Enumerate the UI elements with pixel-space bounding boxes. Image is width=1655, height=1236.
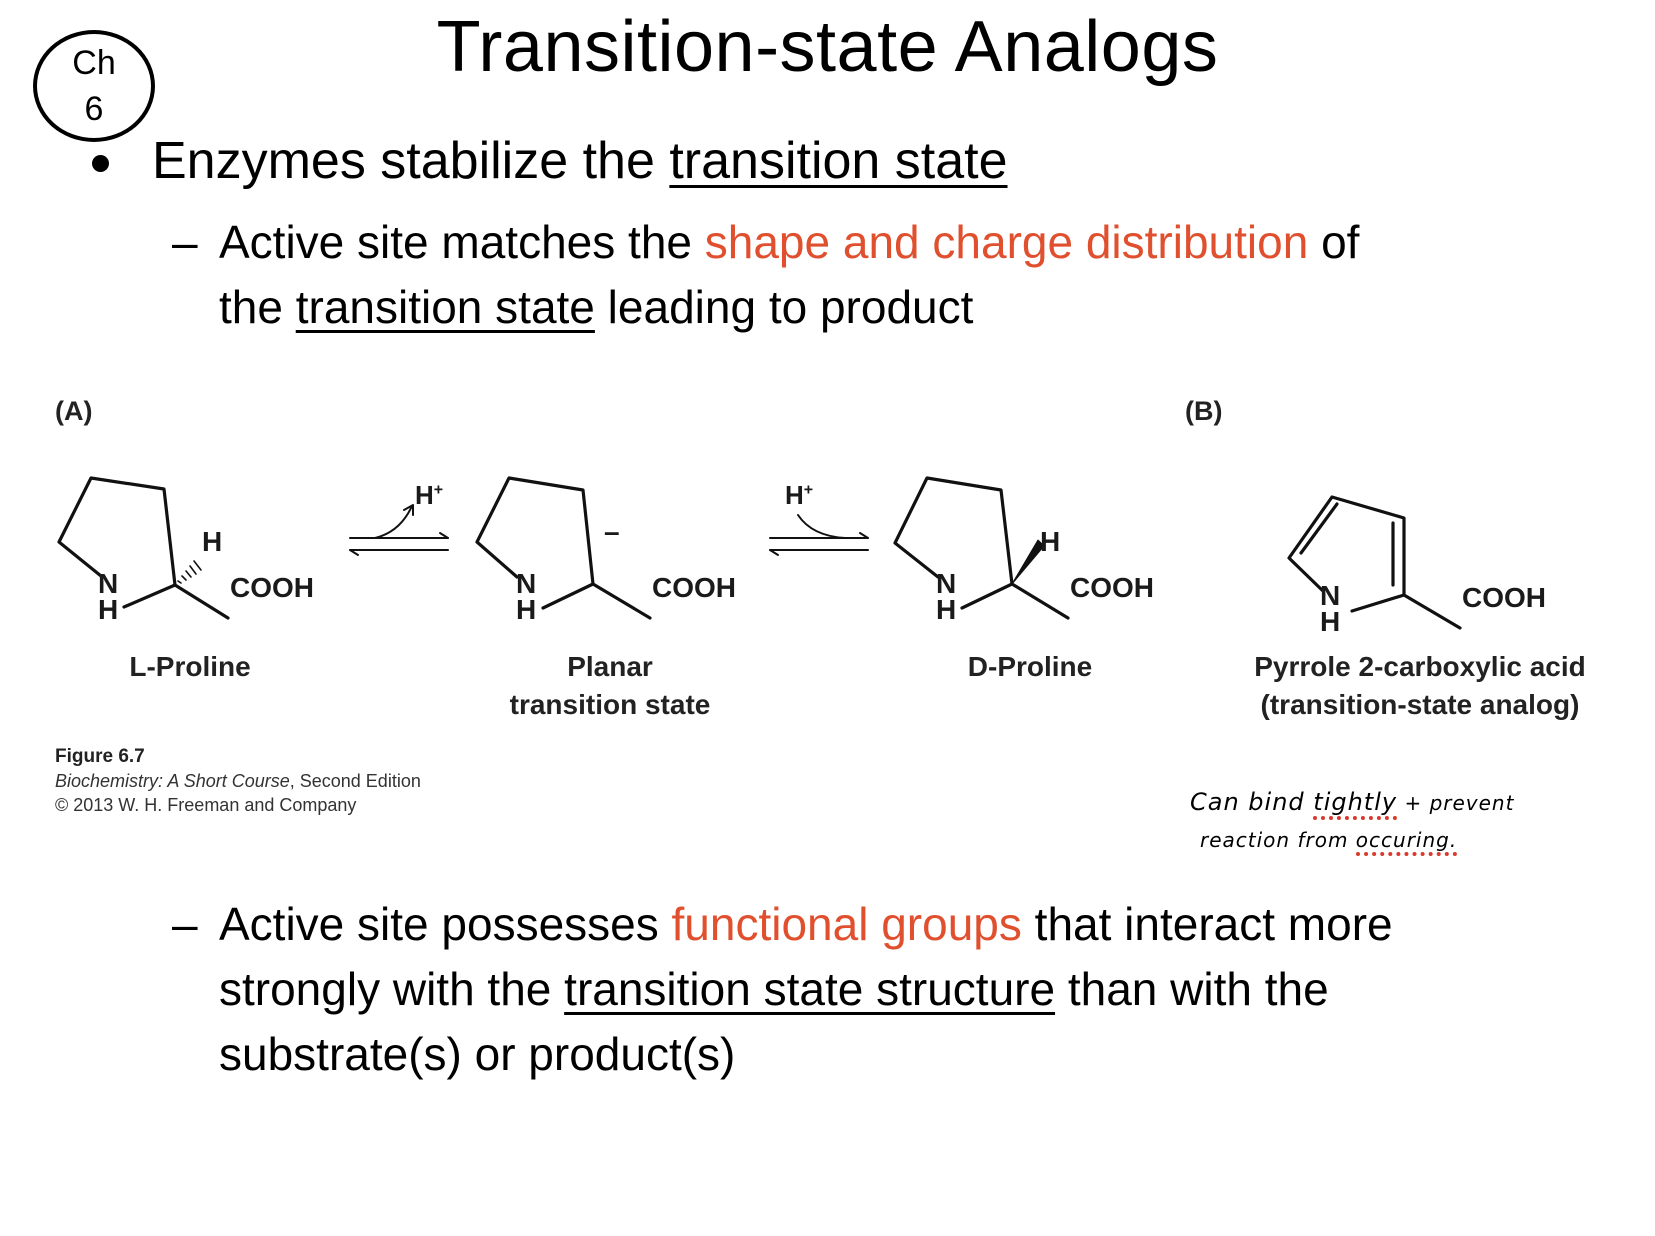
atom-n: N [516,568,537,599]
sub1-pre: Active site matches the [219,216,705,268]
figure-6-7: (A) (B) N H H COOH H+ N H – COOH H+ N H … [0,380,1655,856]
atom-h: H [516,594,537,625]
sub-bullet-2-line1: – Active site possesses functional group… [172,892,1393,956]
atom-cooh: COOH [1070,572,1154,603]
atom-h: H [202,526,223,557]
handwritten-note-line1: Can bind tightly + prevent [1190,788,1514,820]
sub-bullet-1-line1: – Active site matches the shape and char… [172,210,1359,274]
bullet-1: Enzymes stabilize the transition state [152,128,1008,194]
sub1-line2-post: leading to product [594,281,974,333]
atom-n: N [98,568,119,599]
sub1-line2-pre: the [219,281,296,333]
proton-label-1: H+ [415,480,444,510]
sub2-line2-pre: strongly with the [219,963,565,1015]
caption-book: Biochemistry: A Short Course, Second Edi… [55,771,421,791]
atom-n: N [936,568,957,599]
molecule-name-d-proline: D-Proline [967,651,1093,682]
chapter-badge-line2: 6 [84,90,104,128]
sub2-line2-post: than with the [1055,963,1329,1015]
atom-cooh: COOH [652,572,736,603]
caption-figure-number: Figure 6.7 [55,746,145,767]
atom-h: H [1320,606,1341,637]
sub2-post: that interact more [1021,898,1393,950]
atom-h: H [936,594,957,625]
chapter-badge: Ch 6 [33,30,155,142]
bullet-1-underlined: transition state [669,132,1008,190]
atom-n: N [1320,580,1341,611]
proton-label-2: H+ [785,480,814,510]
chapter-badge-line1: Ch [72,44,116,82]
atom-h: H [1040,526,1061,557]
dash-icon: – [172,216,198,268]
panel-a-label: (A) [55,396,93,426]
bullet-1-pre: Enzymes stabilize the [152,132,670,190]
molecule-name-l-proline: L-Proline [129,651,251,682]
figure-caption: Figure 6.7 Biochemistry: A Short Course,… [55,746,421,816]
atom-cooh: COOH [1462,582,1546,613]
sub1-accent: shape and charge distribution [704,216,1309,268]
caption-copyright: © 2013 W. H. Freeman and Company [55,795,357,815]
sub2-line3: substrate(s) or product(s) [219,1028,736,1080]
bullet-icon [92,155,109,172]
sub2-line2-underlined: transition state structure [564,963,1056,1015]
negative-charge: – [604,516,620,547]
atom-h: H [98,594,119,625]
sub1-line2-underlined: transition state [295,281,595,333]
sub2-accent: functional groups [671,898,1022,950]
sub1-post: of [1308,216,1360,268]
atom-cooh: COOH [230,572,314,603]
handwritten-note-line2: reaction from occuring. [1200,828,1458,856]
reaction-scheme-drawing [57,476,1462,630]
molecule-name-planar-ts: Planar transition state [509,651,711,720]
sub2-pre: Active site possesses [219,898,672,950]
slide-title: Transition-state Analogs [436,7,1219,87]
panel-b-label: (B) [1185,396,1223,426]
molecule-name-pyrrole: Pyrrole 2-carboxylic acid (transition-st… [1254,651,1586,720]
dash-icon: – [172,898,198,950]
